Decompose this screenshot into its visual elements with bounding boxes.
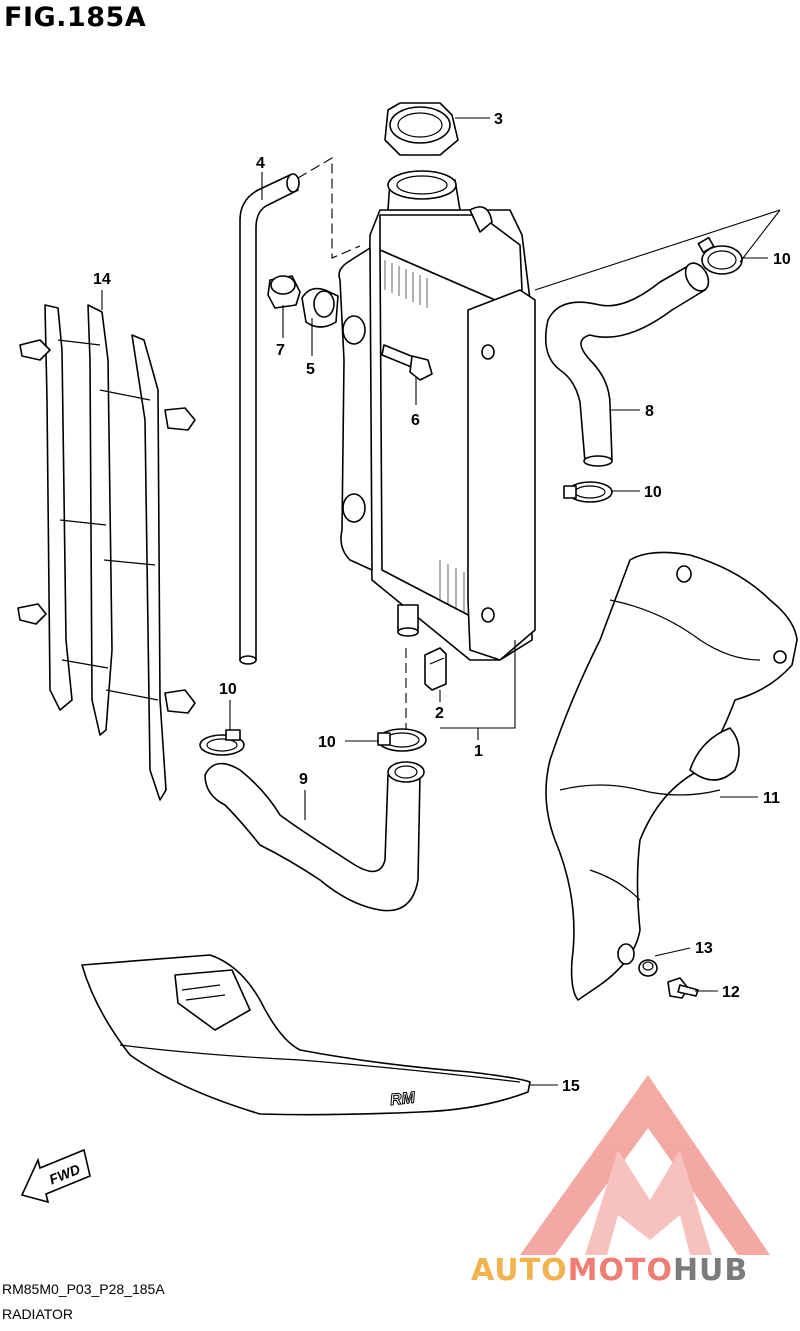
hose-clamp-part-10-upper — [697, 236, 743, 275]
callout-1: 1 — [474, 743, 483, 760]
watermark-logo — [520, 1075, 770, 1255]
collar-part-13 — [638, 959, 658, 977]
radiator-louver-part-14 — [17, 304, 196, 801]
leader-lines — [101, 117, 781, 1086]
bolt-part-12 — [667, 977, 699, 999]
callout-15: 15 — [562, 1078, 580, 1095]
figure-name: RADIATOR — [2, 1306, 74, 1322]
side-shroud-part-15 — [81, 954, 531, 1116]
callout-labels: 1 2 3 4 5 6 7 8 9 10 10 10 10 11 12 13 1… — [93, 111, 791, 1095]
radiator-part-1 — [338, 170, 536, 661]
callout-10-left: 10 — [219, 681, 237, 698]
callout-11: 11 — [763, 790, 780, 807]
radiator-shroud-part-11 — [545, 551, 798, 1001]
watermark-triangle-icon — [520, 1075, 770, 1255]
watermark-text: AUTOMOTOHUB — [471, 1253, 748, 1288]
lower-radiator-hose-part-9 — [204, 761, 425, 912]
svg-text:AUTOMOTOHUB: AUTOMOTOHUB — [471, 1253, 748, 1288]
radiator-cap-part-3 — [384, 102, 459, 156]
hose-clamp-part-10-right — [377, 728, 427, 752]
overflow-hose-part-4 — [239, 173, 300, 665]
callout-7: 7 — [276, 342, 285, 359]
grommet-part-5 — [301, 287, 339, 328]
watermark-hub: HUB — [673, 1253, 748, 1288]
fwd-arrow-icon: FWD — [20, 1148, 91, 1204]
collar-part-7 — [267, 275, 301, 309]
callout-2: 2 — [435, 705, 444, 722]
callout-5: 5 — [306, 361, 315, 378]
callout-10-right: 10 — [318, 734, 336, 751]
clip-part-2 — [424, 647, 447, 691]
callout-4: 4 — [256, 155, 265, 172]
callout-3: 3 — [494, 111, 503, 128]
callout-10-upper: 10 — [773, 251, 791, 268]
callout-9: 9 — [299, 771, 308, 788]
hose-clamp-part-10-left — [199, 729, 245, 756]
callout-14: 14 — [93, 271, 111, 288]
watermark-auto: AUTO — [471, 1253, 568, 1288]
callout-12: 12 — [722, 984, 740, 1001]
figure-code: RM85M0_P03_P28_185A — [2, 1281, 165, 1297]
callout-10-middle: 10 — [644, 484, 662, 501]
figure-title: FIG.185A — [4, 2, 147, 33]
watermark-moto: MOTO — [568, 1253, 673, 1288]
callout-8: 8 — [645, 403, 654, 420]
hose-clamp-part-10-middle — [563, 481, 613, 503]
callout-6: 6 — [411, 412, 420, 429]
bolt-part-6 — [381, 344, 433, 381]
upper-radiator-hose-part-8 — [544, 262, 710, 467]
shroud-rm-logo: RM — [389, 1089, 416, 1109]
callout-13: 13 — [695, 940, 713, 957]
